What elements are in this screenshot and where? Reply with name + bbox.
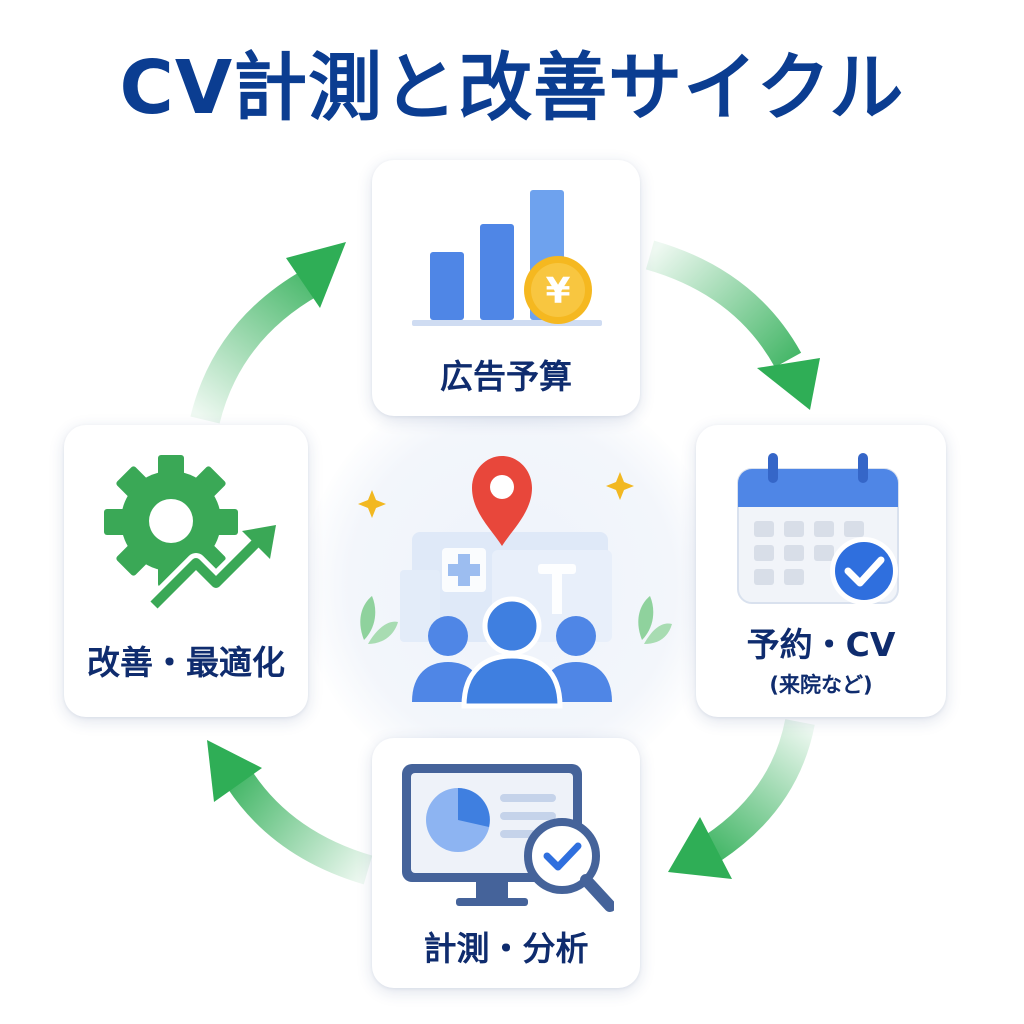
step-card-ad-budget: ¥ 広告予算 bbox=[372, 160, 640, 416]
step-label-measure-analysis: 計測・分析 bbox=[423, 929, 589, 968]
arrow-bottom-right-head bbox=[668, 817, 732, 879]
arrow-top-right bbox=[645, 240, 802, 368]
arrow-top-left-head bbox=[286, 242, 346, 308]
arrow-bottom-right bbox=[704, 718, 815, 861]
step-card-improve-optimize: 改善・最適化 bbox=[64, 425, 308, 717]
monitor-analytics-icon bbox=[402, 764, 614, 912]
step-label-improve-optimize: 改善・最適化 bbox=[87, 643, 285, 682]
page-title: CV計測と改善サイクル bbox=[119, 45, 905, 131]
arrow-top-right-head bbox=[757, 358, 820, 410]
yen-symbol: ¥ bbox=[545, 271, 570, 312]
arrow-bottom-left-head bbox=[207, 740, 262, 802]
step-sublabel-reservation-cv: (来院など) bbox=[769, 673, 873, 697]
clinic-patients-location-icon bbox=[358, 456, 672, 709]
step-label-ad-budget: 広告予算 bbox=[440, 357, 572, 396]
arrow-bottom-left bbox=[227, 771, 373, 885]
bar-chart-yen-icon: ¥ bbox=[412, 190, 602, 326]
step-label-reservation-cv: 予約・CV bbox=[746, 625, 896, 664]
gear-growth-icon bbox=[104, 455, 276, 613]
step-card-reservation-cv: 予約・CV (来院など) bbox=[696, 425, 946, 717]
arrow-top-left bbox=[190, 268, 320, 424]
calendar-check-icon bbox=[737, 453, 899, 605]
step-card-measure-analysis: 計測・分析 bbox=[372, 738, 640, 988]
